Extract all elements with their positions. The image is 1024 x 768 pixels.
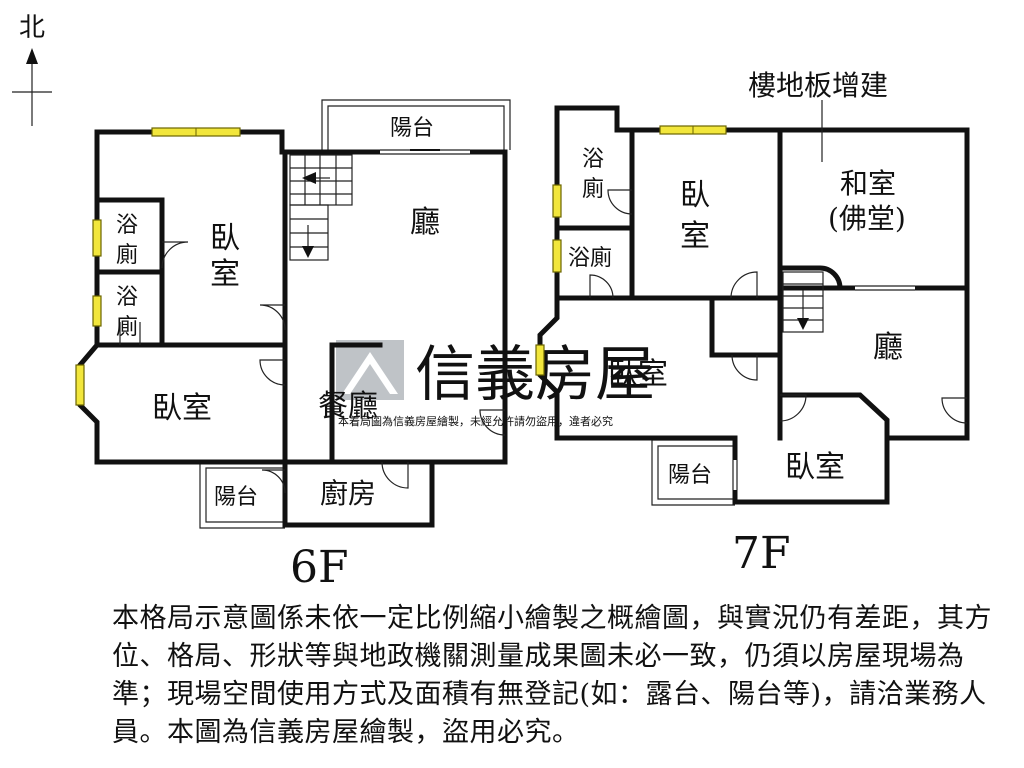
watermark-brand: 信義房屋 — [415, 340, 655, 410]
floor-6f-labels: 浴 廁 浴 廁 臥 室 臥室 陽台 廳 餐廳 陽台 廚房 6F — [116, 116, 440, 593]
room-6f-bath2-line2: 廁 — [116, 315, 138, 340]
room-6f-bedroom-lower: 臥室 — [152, 391, 212, 426]
room-7f-bath1-line2: 廁 — [582, 177, 604, 202]
room-7f-bath2: 浴廁 — [568, 246, 612, 271]
windows-7f — [535, 125, 915, 490]
watermark-caption: 本着局圖為信義房屋繪製，未經允許請勿盜用，違者必究 — [338, 414, 613, 428]
room-6f-balcony-top: 陽台 — [390, 116, 434, 141]
room-7f-bedroom-top-line2: 室 — [680, 219, 710, 254]
room-7f-bath1-line1: 浴 — [582, 147, 604, 172]
doors-7f — [589, 189, 968, 424]
floor-6f-walls — [77, 99, 511, 529]
room-6f-dining: 餐廳 — [318, 389, 378, 424]
doors-6f — [119, 241, 506, 494]
floor-7f-label: 7F — [732, 528, 791, 579]
room-6f-kitchen: 廚房 — [320, 477, 376, 510]
room-7f-living: 廳 — [873, 330, 903, 365]
room-6f-bath1-line1: 浴 — [116, 213, 138, 238]
room-6f-bedroom-upper-line1: 臥 — [210, 221, 240, 256]
compass-label: 北 — [19, 13, 45, 43]
disclaimer-text: 本格局示意圖係未依一定比例縮小繪製之概繪圖，與實況仍有差距，其方位、格局、形狀等… — [112, 603, 992, 748]
room-6f-bath1-line2: 廁 — [116, 243, 138, 268]
room-7f-washitsu-line1: 和室 — [840, 167, 896, 200]
floor-plan: 信義房屋 本着局圖為信義房屋繪製，未經允許請勿盜用，違者必究 北 — [12, 13, 970, 593]
windows-6f — [75, 127, 470, 406]
floor-7f-walls — [537, 105, 970, 506]
watermark: 信義房屋 本着局圖為信義房屋繪製，未經允許請勿盜用，違者必究 — [336, 340, 655, 428]
room-7f-bedroom-mid: 臥室 — [608, 357, 668, 392]
room-6f-bedroom-upper-line2: 室 — [210, 257, 240, 292]
floor-6f-label: 6F — [290, 542, 349, 593]
room-6f-balcony-bottom: 陽台 — [214, 485, 258, 510]
room-6f-living: 廳 — [410, 205, 440, 240]
room-7f-bedroom-bottom: 臥室 — [785, 450, 845, 485]
room-7f-bedroom-top-line1: 臥 — [680, 178, 710, 213]
staircase-6f — [289, 154, 353, 261]
room-6f-bath2-line1: 浴 — [116, 285, 138, 310]
brand-logo-icon — [336, 340, 404, 400]
staircase-7f — [782, 271, 824, 333]
room-7f-washitsu-line2: (佛堂) — [828, 202, 906, 235]
room-7f-balcony: 陽台 — [668, 463, 712, 488]
annotation-7f-floor-extension: 樓地板增建 — [748, 69, 888, 102]
floor-7f-labels: 樓地板增建 浴 廁 浴廁 臥 室 和室 (佛堂) 臥室 廳 陽台 臥室 7F — [568, 69, 906, 579]
north-arrow-icon — [12, 48, 52, 126]
